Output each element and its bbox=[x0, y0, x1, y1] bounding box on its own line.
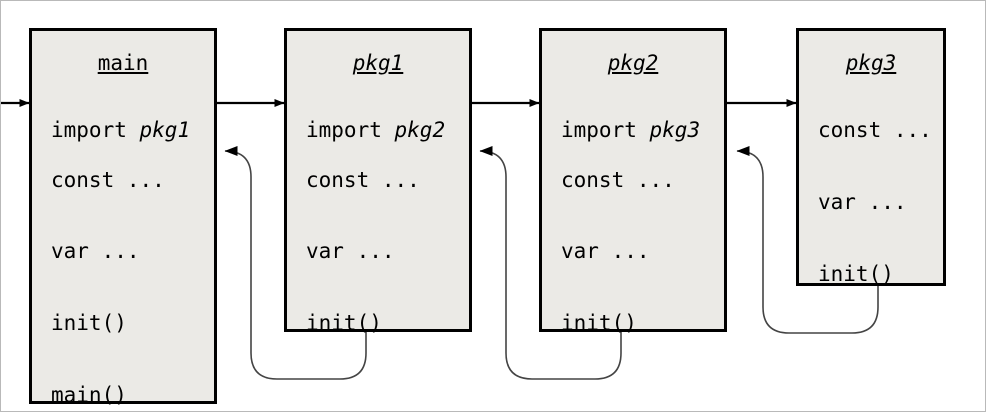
package-line-pkg2-2: var ... bbox=[561, 239, 650, 263]
package-title-pkg3: pkg3 bbox=[845, 51, 897, 75]
package-title-main: main bbox=[97, 51, 149, 75]
return-arrow-pkg2-to-pkg1 bbox=[479, 146, 622, 380]
line-keyword: import bbox=[561, 118, 650, 142]
line-package-ref: pkg2 bbox=[394, 118, 446, 142]
line-package-ref: pkg1 bbox=[139, 118, 191, 142]
package-line-main-0: import pkg1 bbox=[51, 120, 190, 141]
package-line-pkg2-3: init() bbox=[561, 311, 637, 335]
package-line-pkg1-3: init() bbox=[306, 311, 382, 335]
package-box-pkg2[interactable]: pkg2 bbox=[539, 28, 727, 332]
line-keyword: import bbox=[306, 118, 395, 142]
return-arrow-pkg3-to-pkg2 bbox=[736, 146, 879, 334]
package-box-pkg3[interactable]: pkg3 bbox=[796, 28, 946, 286]
package-line-pkg1-2: var ... bbox=[306, 239, 395, 263]
package-line-main-4: main() bbox=[51, 383, 127, 407]
package-line-pkg3-2: init() bbox=[818, 262, 894, 286]
package-line-pkg3-1: var ... bbox=[818, 190, 907, 214]
line-package-ref: pkg3 bbox=[649, 118, 701, 142]
package-line-pkg1-0: import pkg2 bbox=[306, 120, 445, 141]
package-line-pkg3-0: const ... bbox=[818, 118, 932, 142]
package-line-pkg2-0: import pkg3 bbox=[561, 120, 700, 141]
package-line-main-3: init() bbox=[51, 311, 127, 335]
package-line-pkg2-1: const ... bbox=[561, 168, 675, 192]
return-arrow-pkg1-to-main bbox=[224, 146, 367, 380]
package-box-main[interactable]: main bbox=[29, 28, 217, 404]
package-box-pkg1[interactable]: pkg1 bbox=[284, 28, 472, 332]
line-keyword: import bbox=[51, 118, 140, 142]
package-line-main-2: var ... bbox=[51, 239, 140, 263]
package-title-pkg2: pkg2 bbox=[607, 51, 659, 75]
package-title-pkg1: pkg1 bbox=[352, 51, 404, 75]
package-line-main-1: const ... bbox=[51, 168, 165, 192]
package-line-pkg1-1: const ... bbox=[306, 168, 420, 192]
